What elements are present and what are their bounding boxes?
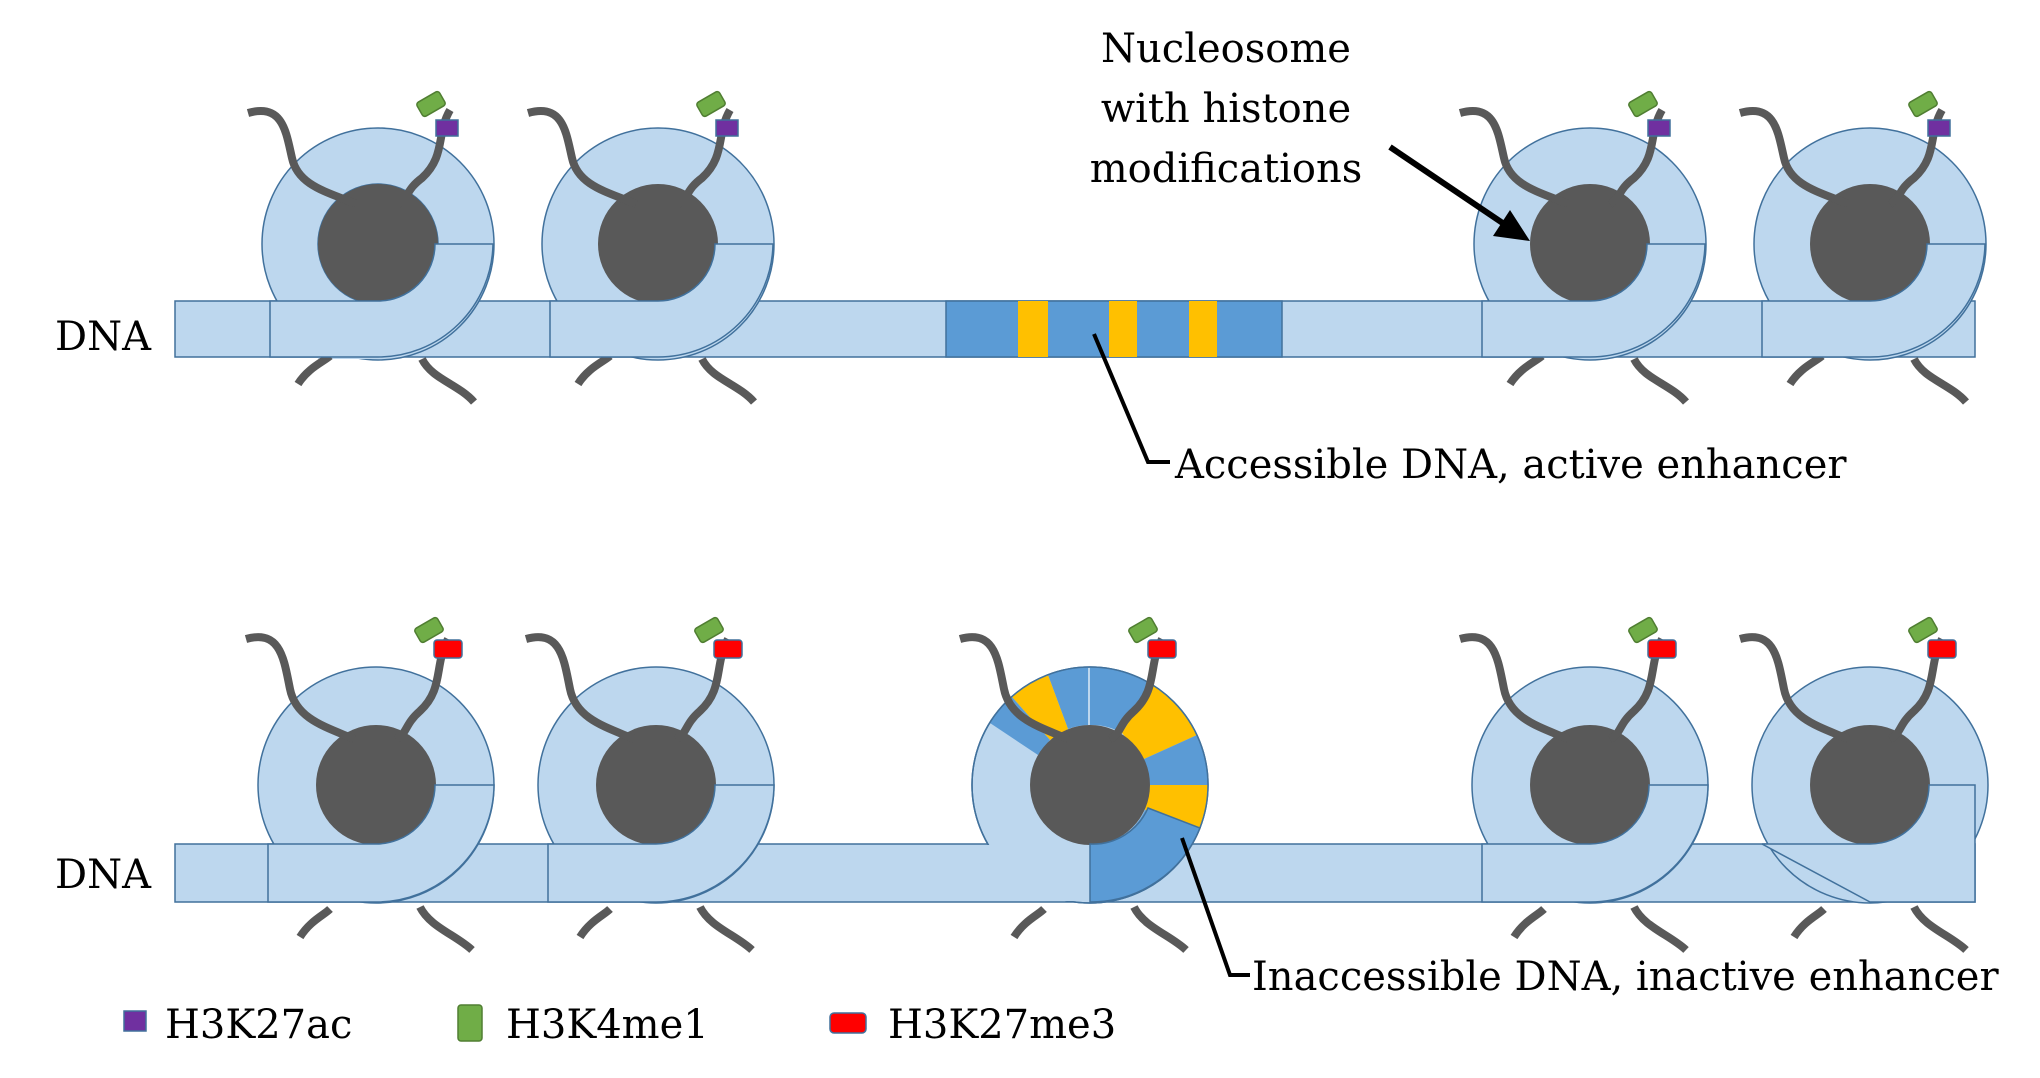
bottom-histone-marks [414,616,1957,659]
h3k27ac-mark [715,119,739,137]
h3k27ac-mark [1927,119,1951,137]
top-panel: DNA Nucleosome with histone modification… [55,26,1987,488]
accessible-callout: Accessible DNA, active enhancer [1092,333,1847,488]
inaccessible-callout: Inaccessible DNA, inactive enhancer [1180,837,1999,1000]
legend-item-h3k27me3: H3K27me3 [829,1002,1116,1048]
nucleosome-label-line3: modifications [1090,146,1363,192]
legend-label-h3k4me1: H3K4me1 [506,1002,709,1048]
legend: H3K27ac H3K4me1 H3K27me3 [123,1002,1116,1048]
legend-item-h3k27ac: H3K27ac [123,1002,352,1048]
h3k27me3-mark [1647,639,1677,659]
nucleosome-arrow [1388,144,1512,231]
legend-swatch-h3k4me1 [457,1004,483,1042]
h3k4me1-mark [1128,616,1158,644]
h3k27ac-mark [435,119,459,137]
nucleosome-arrowhead [1493,210,1530,241]
top-enhancer-region [945,300,1283,358]
inaccessible-label: Inaccessible DNA, inactive enhancer [1252,954,1999,1000]
bottom-nucleosome-enhancer [958,633,1209,954]
legend-item-h3k4me1: H3K4me1 [457,1002,709,1048]
h3k27me3-mark [433,639,463,659]
top-histone-marks [416,90,1951,137]
nucleosome-label-line2: with histone [1101,86,1351,132]
bottom-enhancer-wrap [1089,807,1201,903]
h3k4me1-mark [696,90,726,118]
legend-swatch-h3k27ac [123,1010,147,1032]
h3k4me1-mark [1628,90,1658,118]
h3k27me3-mark [713,639,743,659]
nucleosome-callout: Nucleosome with histone modifications [1090,26,1530,241]
h3k4me1-mark [694,616,724,644]
top-dna-label: DNA [55,314,152,360]
nucleosome-label-line1: Nucleosome [1101,26,1351,72]
legend-label-h3k27me3: H3K27me3 [888,1002,1116,1048]
h3k4me1-mark [416,90,446,118]
h3k4me1-mark [414,616,444,644]
h3k4me1-mark [1628,616,1658,644]
h3k4me1-mark [1908,90,1938,118]
bottom-dna-label: DNA [55,852,152,898]
bottom-panel: DNA Inaccessible DNA, inactive enhancer [55,616,1999,1000]
top-dna-wraps [269,243,1986,358]
legend-swatch-h3k27me3 [829,1012,867,1034]
bottom-dna-wraps [267,784,1976,903]
h3k27me3-mark [1927,639,1957,659]
bottom-dna-left-of-enhancer [948,845,1089,901]
accessible-label: Accessible DNA, active enhancer [1174,442,1847,488]
h3k27me3-mark [1147,639,1177,659]
h3k27ac-mark [1647,119,1671,137]
h3k4me1-mark [1908,616,1938,644]
legend-label-h3k27ac: H3K27ac [165,1002,352,1048]
